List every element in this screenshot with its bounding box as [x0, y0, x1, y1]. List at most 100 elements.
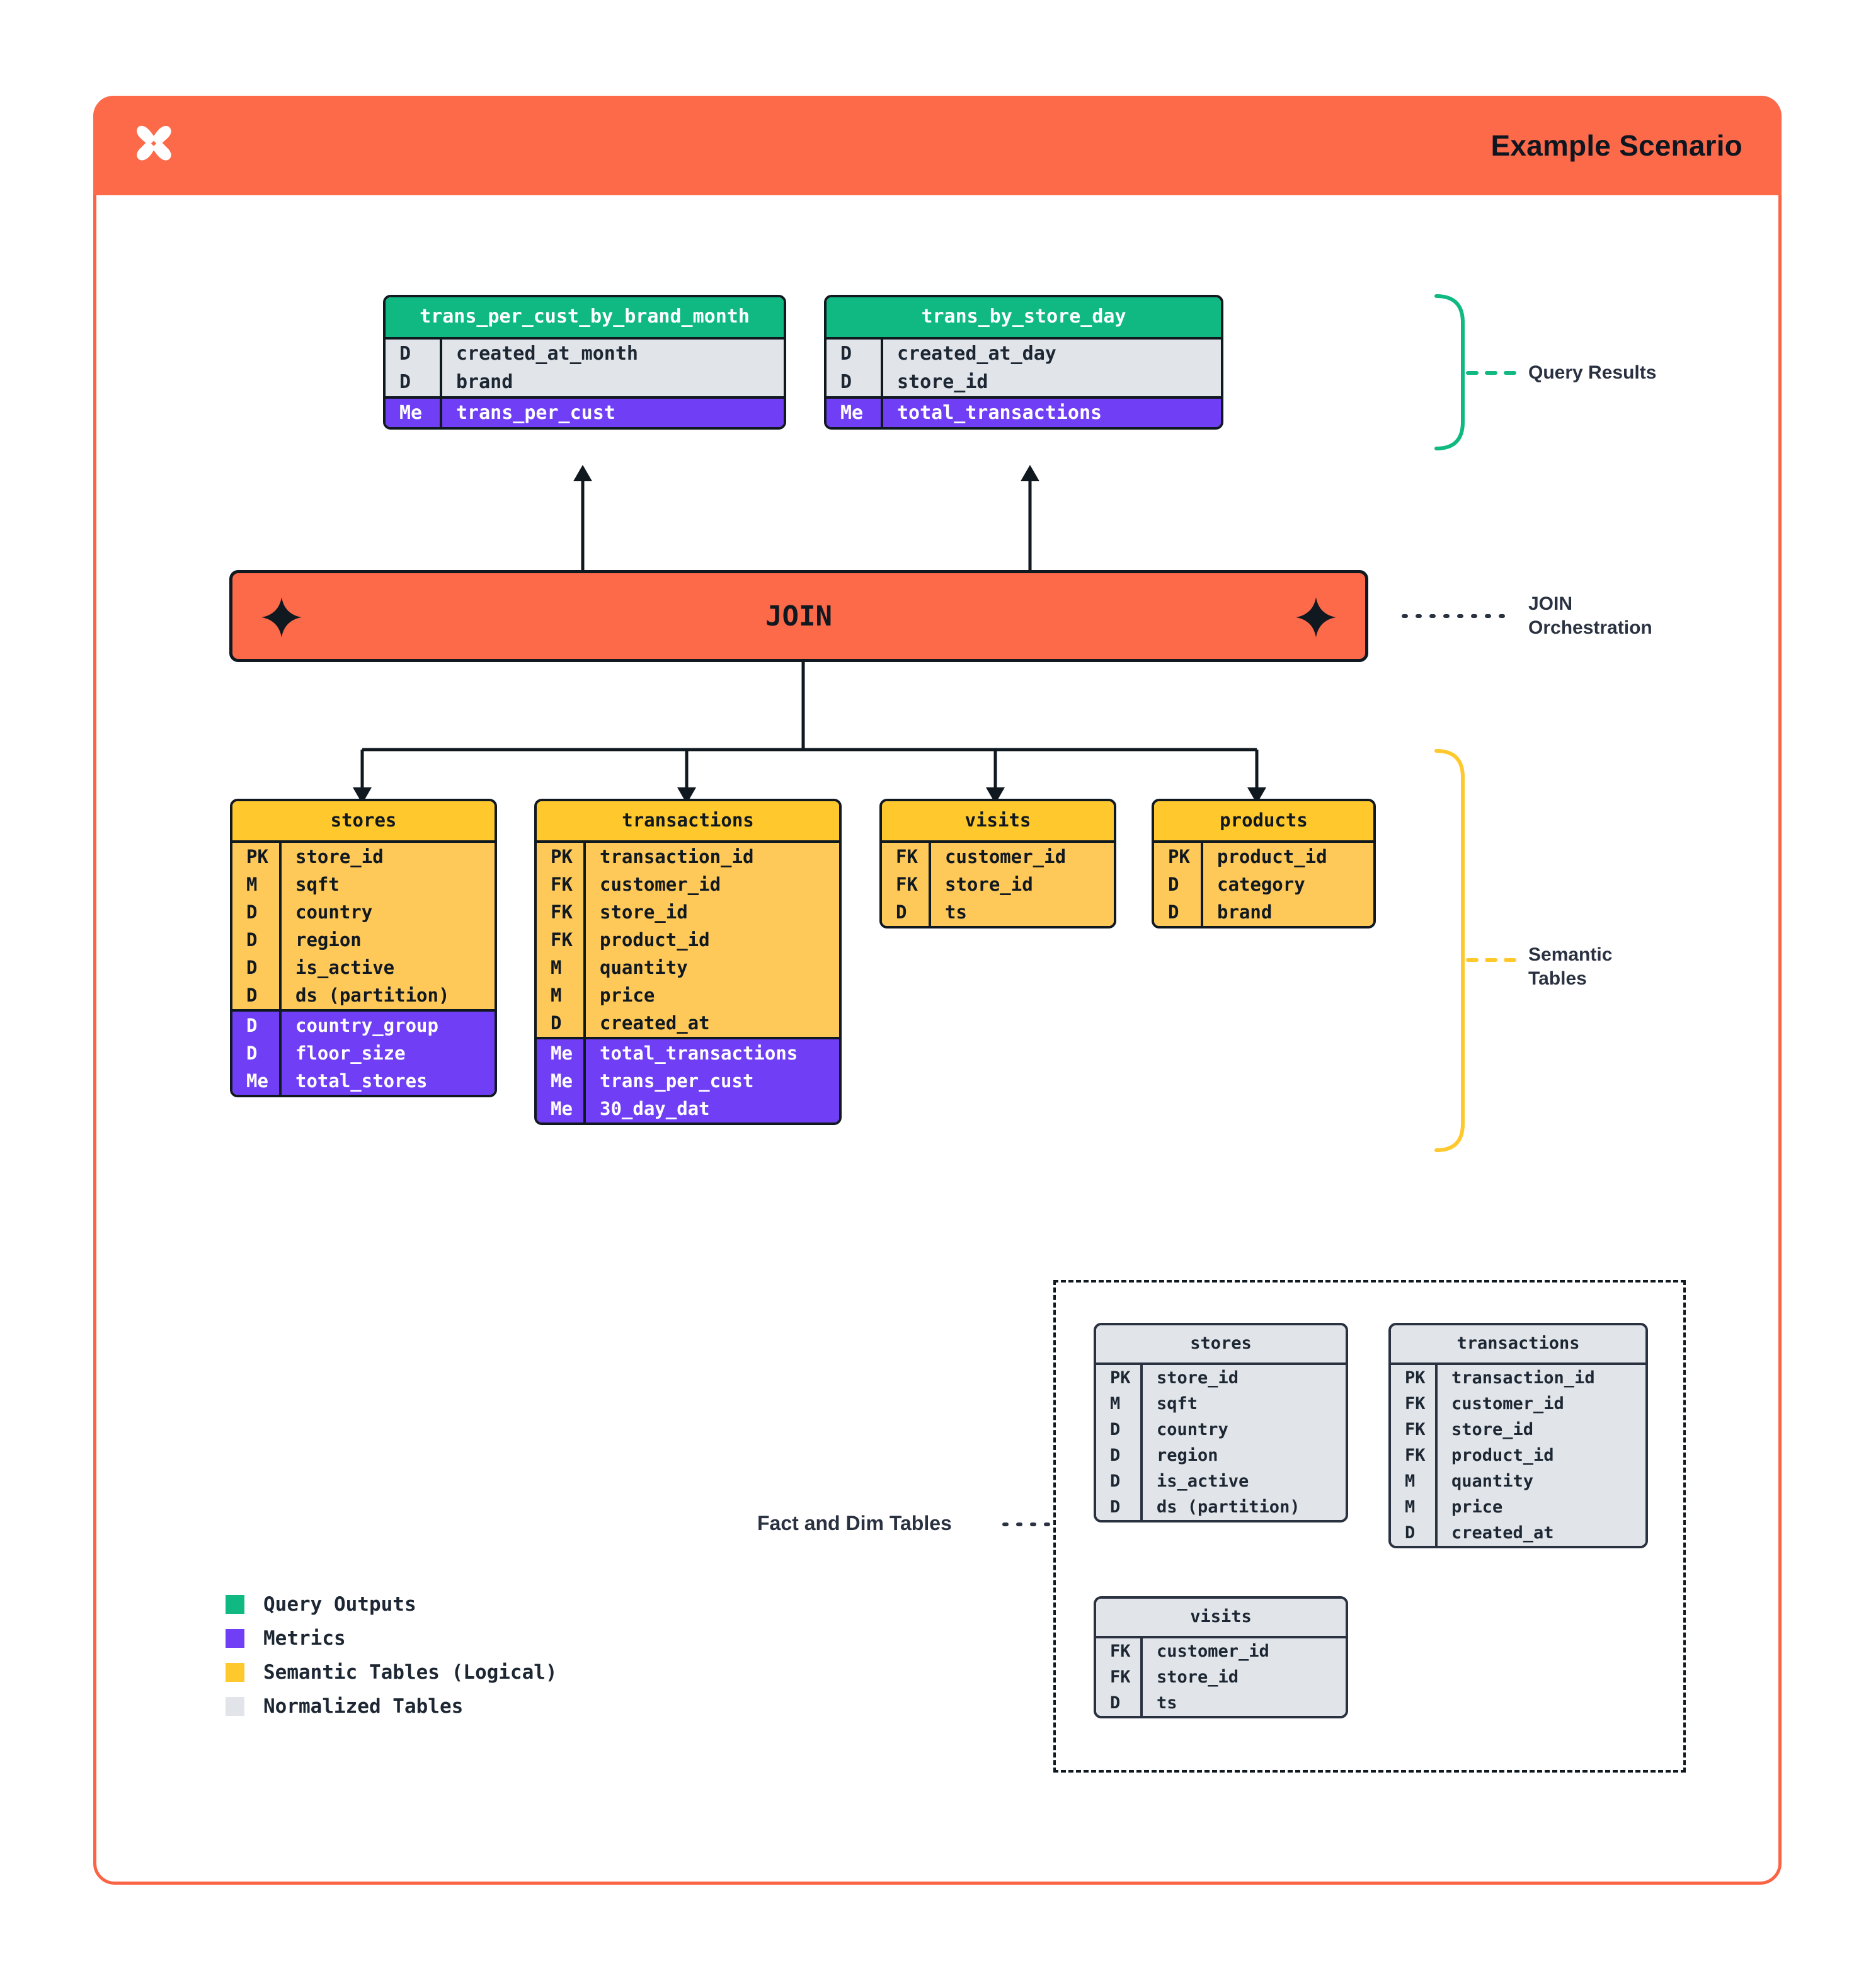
row-key: M [1391, 1468, 1435, 1494]
row-key: D [386, 340, 440, 368]
row-column: store_id [1435, 1417, 1645, 1442]
query-result-table-trans-per-cust-by-brand-month[interactable]: trans_per_cust_by_brand_month D created_… [383, 295, 786, 430]
row-column: floor_size [279, 1039, 495, 1067]
row-column: quantity [583, 954, 839, 981]
table-title: visits [1096, 1599, 1346, 1636]
annotation-join-orchestration: JOIN Orchestration [1528, 593, 1652, 638]
row-key: M [537, 981, 583, 1009]
row-key: D [232, 954, 279, 981]
row-column: product_id [1201, 843, 1373, 871]
legend: Query Outputs Metrics Semantic Tables (L… [226, 1587, 558, 1723]
query-result-table-trans-by-store-day[interactable]: trans_by_store_day D created_at_day D st… [824, 295, 1223, 430]
row-key: FK [1096, 1638, 1140, 1664]
card-header: Example Scenario [93, 96, 1782, 195]
row-column: 30_day_dat [583, 1095, 839, 1123]
row-key: D [827, 368, 881, 396]
legend-label: Query Outputs [263, 1593, 416, 1616]
row-column: quantity [1435, 1468, 1645, 1494]
legend-label: Metrics [263, 1627, 346, 1650]
table-title: stores [1096, 1325, 1346, 1362]
row-column: store_id [279, 843, 495, 871]
row-key: D [1096, 1468, 1140, 1494]
join-orchestration-bar[interactable]: JOIN [229, 570, 1368, 662]
row-key: M [232, 871, 279, 898]
row-key: PK [1391, 1365, 1435, 1391]
table-row: D brand [386, 368, 784, 396]
row-column: ts [929, 898, 1114, 926]
row-key: FK [882, 843, 929, 871]
row-column: price [1435, 1494, 1645, 1520]
row-column: country [279, 898, 495, 926]
row-key: PK [1096, 1365, 1140, 1391]
annotation-query-results: Query Results [1528, 362, 1657, 383]
row-key: Me [827, 399, 881, 427]
row-column: country [1140, 1417, 1346, 1442]
sparkle-icon [1296, 597, 1336, 637]
row-column: is_active [279, 954, 495, 981]
row-key: M [1391, 1494, 1435, 1520]
row-column: trans_per_cust [440, 399, 784, 427]
legend-label: Semantic Tables (Logical) [263, 1661, 558, 1684]
legend-item: Metrics [226, 1621, 558, 1655]
table-title: trans_by_store_day [827, 297, 1221, 337]
table-title: trans_per_cust_by_brand_month [386, 297, 784, 337]
table-title: transactions [1391, 1325, 1645, 1362]
row-column: ts [1140, 1690, 1346, 1716]
row-column: is_active [1140, 1468, 1346, 1494]
row-column: created_at [1435, 1520, 1645, 1546]
row-key: D [827, 340, 881, 368]
page-title: Example Scenario [1491, 129, 1742, 162]
row-key: D [1096, 1442, 1140, 1468]
row-column: created_at_month [440, 340, 784, 368]
annotation-fact-and-dim-tables: Fact and Dim Tables [757, 1512, 952, 1534]
row-column: sqft [1140, 1391, 1346, 1417]
row-column: customer_id [1140, 1638, 1346, 1664]
row-column: product_id [1435, 1442, 1645, 1468]
legend-item: Query Outputs [226, 1587, 558, 1621]
row-column: ds (partition) [279, 981, 495, 1009]
row-column: transaction_id [583, 843, 839, 871]
row-column: trans_per_cust [583, 1067, 839, 1095]
row-column: total_stores [279, 1067, 495, 1095]
row-column: created_at [583, 1009, 839, 1037]
row-column: store_id [1140, 1664, 1346, 1690]
row-key: D [232, 1039, 279, 1067]
row-column: brand [440, 368, 784, 396]
row-key: D [1154, 898, 1201, 926]
row-key: D [537, 1009, 583, 1037]
row-key: D [1391, 1520, 1435, 1546]
